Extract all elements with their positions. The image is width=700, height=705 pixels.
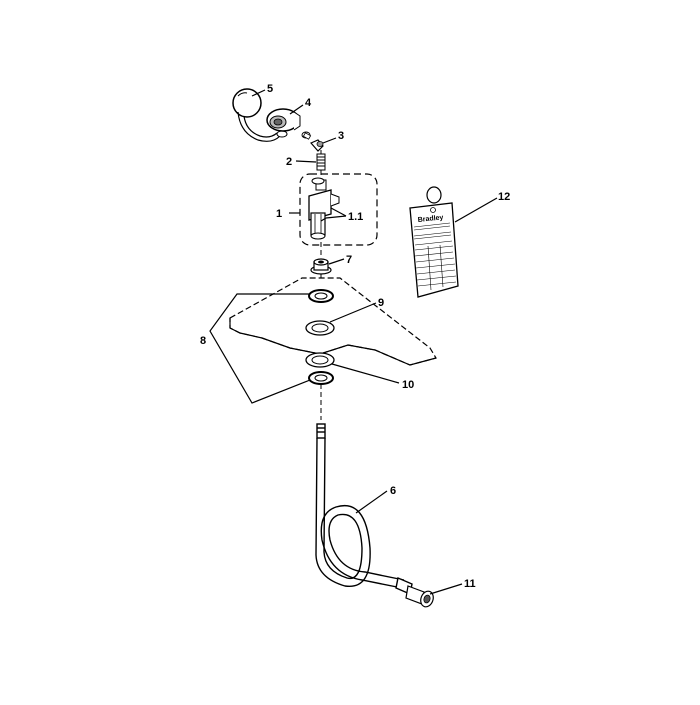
callout-7: 7 [346, 254, 352, 266]
callout-1-1: 1.1 [348, 211, 363, 223]
washer-part-9 [305, 320, 335, 336]
callout-12: 12 [498, 191, 510, 203]
spray-head-part-4 [266, 108, 301, 132]
callout-2: 2 [286, 156, 292, 168]
callout-5: 5 [267, 83, 273, 95]
dust-cover-part-5 [232, 88, 288, 142]
callout-10: 10 [402, 379, 414, 391]
small-fitting [301, 131, 312, 140]
callout-9: 9 [378, 297, 384, 309]
tag-brand-text: Bradley [417, 214, 443, 224]
elbow-fitting-part-3 [310, 139, 324, 152]
inspection-tag-part-12: Bradley [409, 186, 459, 298]
threaded-nipple-part-2 [316, 153, 326, 171]
hose-fitting-part-11 [405, 585, 434, 608]
callout-8: 8 [200, 335, 206, 347]
countertop-deck [229, 277, 437, 366]
callout-1: 1 [276, 208, 282, 220]
leader-lines [209, 89, 498, 595]
callout-labels: 5 4 3 2 1 1.1 7 9 8 10 6 11 12 [200, 83, 510, 590]
flange-nut-part-7 [310, 258, 332, 275]
callout-4: 4 [305, 97, 312, 109]
callout-11: 11 [464, 578, 476, 590]
washer-part-10 [305, 352, 335, 368]
valve-assembly-part-1 [299, 173, 378, 246]
callout-3: 3 [338, 130, 344, 142]
hose-part-6 [315, 423, 413, 595]
nut-part-8-top [308, 289, 334, 303]
callout-6: 6 [390, 485, 396, 497]
nut-part-8-bottom [308, 371, 334, 385]
